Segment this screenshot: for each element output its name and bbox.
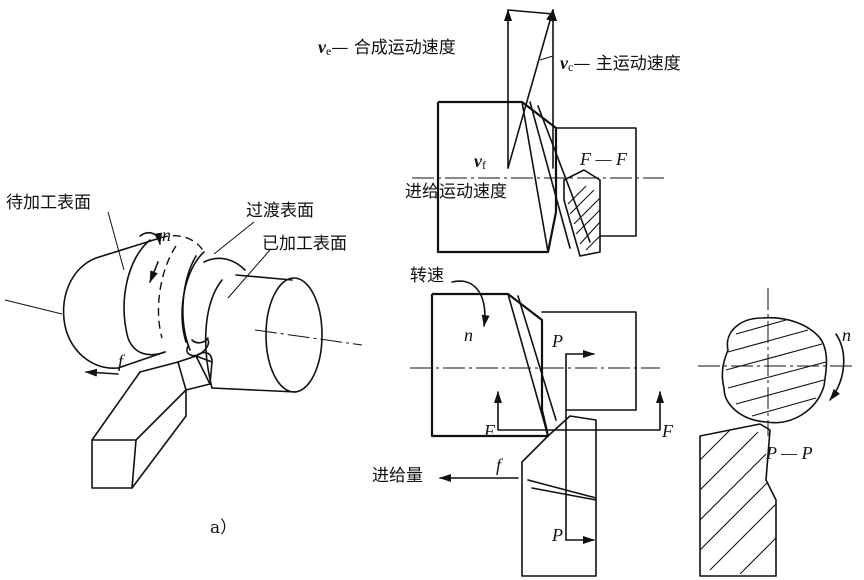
p-top-label: P xyxy=(552,331,563,351)
feed-f-label: f xyxy=(118,351,124,371)
vc-description: — 主运动速度 xyxy=(573,54,681,74)
f-right-label: F xyxy=(662,421,673,441)
f-left-label: F xyxy=(484,421,495,441)
ve-subscript: e xyxy=(326,44,332,58)
vf-subscript: f xyxy=(482,158,486,172)
vc-subscript: c xyxy=(568,60,574,74)
plan-view xyxy=(410,280,664,577)
velocity-diagram xyxy=(412,9,664,257)
vc-symbol: v xyxy=(560,53,568,73)
ve-symbol: v xyxy=(318,37,326,57)
p-bottom-label: P xyxy=(552,525,563,545)
spindle-speed-label: 转速 xyxy=(410,266,444,286)
figure-a-caption: a） xyxy=(210,518,238,538)
ve-description: — 合成运动速度 xyxy=(331,38,456,58)
section-pp xyxy=(698,288,852,577)
feed-label: 进给量 xyxy=(372,466,423,486)
machined-surface-label: 已加工表面 xyxy=(262,234,347,254)
vf-label: vf xyxy=(474,152,486,171)
rotation-n-label: n xyxy=(162,225,171,245)
vf-symbol: v xyxy=(474,151,482,171)
unmachined-surface-label: 待加工表面 xyxy=(6,193,91,213)
plan-f-label: f xyxy=(496,455,502,475)
section-pp-label: P — P xyxy=(766,443,813,463)
lathe-3d-view xyxy=(4,211,363,489)
plan-n-label: n xyxy=(464,325,473,345)
feed-speed-label: 进给运动速度 xyxy=(405,182,507,202)
transition-surface-label: 过渡表面 xyxy=(246,201,314,221)
ve-label: ve— 合成运动速度 xyxy=(318,38,456,57)
vc-label: vc— 主运动速度 xyxy=(560,54,681,73)
section-ff-label: F — F xyxy=(580,149,627,169)
section-n-label: n xyxy=(842,325,851,345)
